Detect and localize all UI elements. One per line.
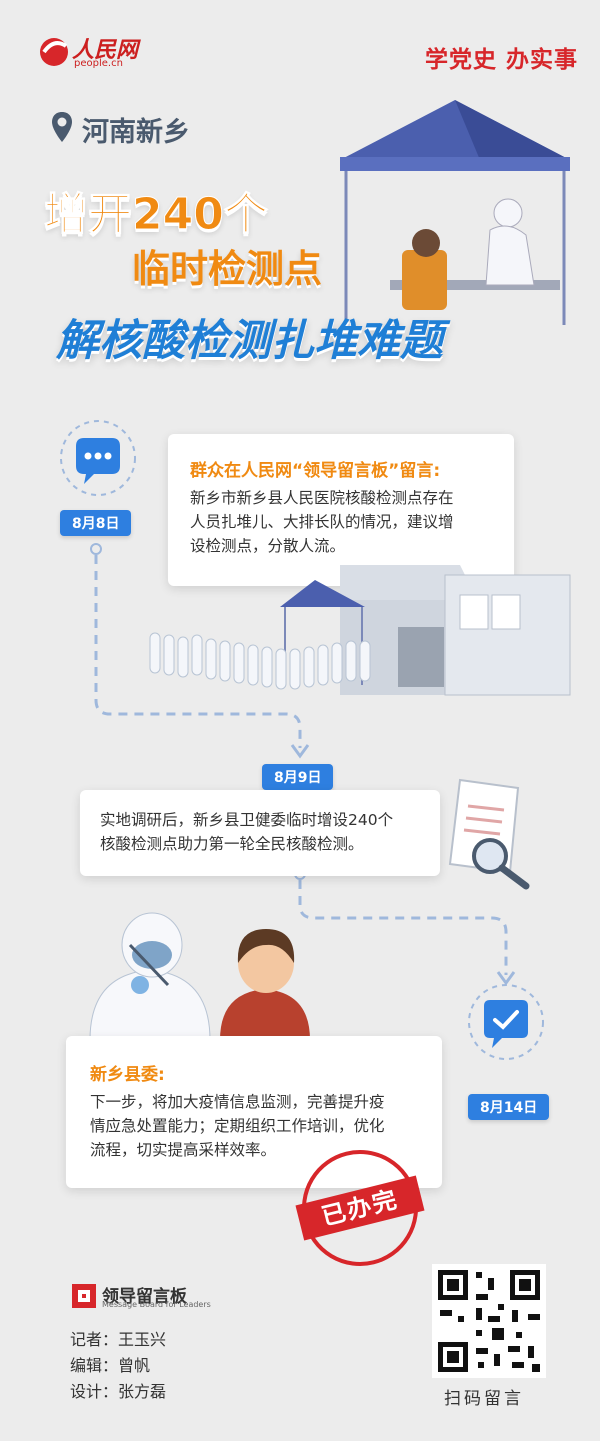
- completed-stamp-text: 已办完: [295, 1175, 425, 1241]
- chat-bubble-icon: [60, 420, 136, 496]
- location-label: 河南新乡: [82, 117, 190, 148]
- message-card: 群众在人民网“领导留言板”留言: 新乡市新乡县人民医院核酸检测点存在 人员扎堆儿…: [168, 434, 514, 586]
- qr-code[interactable]: [432, 1264, 546, 1378]
- action-card: 实地调研后，新乡县卫健委临时增设240个 核酸检测点助力第一轮全民核酸检测。: [80, 790, 440, 876]
- message-board-brand: 领导留言板: [102, 1287, 187, 1307]
- logo-text: 人民网: [72, 37, 139, 63]
- queue-building-illustration: [149, 565, 571, 696]
- document-magnifier-icon: [448, 778, 530, 890]
- medical-worker-illustration: [89, 912, 310, 1040]
- credit-designer: 设计：张方磊: [70, 1382, 167, 1401]
- qr-label: 扫码留言: [444, 1389, 524, 1409]
- credit-reporter: 记者：王玉兴: [70, 1330, 167, 1349]
- action-card-body: 实地调研后，新乡县卫健委临时增设240个 核酸检测点助力第一轮全民核酸检测。: [100, 811, 394, 853]
- testing-tent-illustration: [340, 100, 570, 325]
- message-board-logo-icon: [72, 1284, 96, 1308]
- people-logo-icon: [40, 38, 68, 66]
- check-message-icon: [468, 984, 544, 1060]
- message-board-brand-sub: Message Board for Leaders: [102, 1300, 211, 1309]
- title-line-2: 临时检测点: [132, 247, 323, 291]
- credit-editor: 编辑：曾帆: [70, 1356, 151, 1375]
- title-line-3: 解核酸检测扎堆难题: [56, 316, 443, 366]
- slogan: 学党史 办实事: [424, 47, 578, 73]
- message-card-body: 新乡市新乡县人民医院核酸检测点存在 人员扎堆儿、大排长队的情况，建议增 设检测点…: [190, 489, 454, 555]
- date-badge-aug-14: 8月14日: [468, 1094, 550, 1120]
- title-line-1: 增开240个: [44, 189, 269, 241]
- date-badge-aug-8: 8月8日: [60, 510, 132, 536]
- location-pin-icon: [52, 112, 72, 142]
- date-badge-aug-9: 8月9日: [262, 764, 334, 790]
- response-card-heading: 新乡县委:: [90, 1065, 165, 1085]
- response-card: 新乡县委: 下一步，将加大疫情信息监测，完善提升疫 情应急处置能力；定期组织工作…: [66, 1036, 442, 1188]
- message-card-heading: 群众在人民网“领导留言板”留言:: [190, 461, 441, 481]
- response-card-body: 下一步，将加大疫情信息监测，完善提升疫 情应急处置能力；定期组织工作培训，优化 …: [90, 1093, 385, 1159]
- logo-domain: people.cn: [74, 58, 123, 69]
